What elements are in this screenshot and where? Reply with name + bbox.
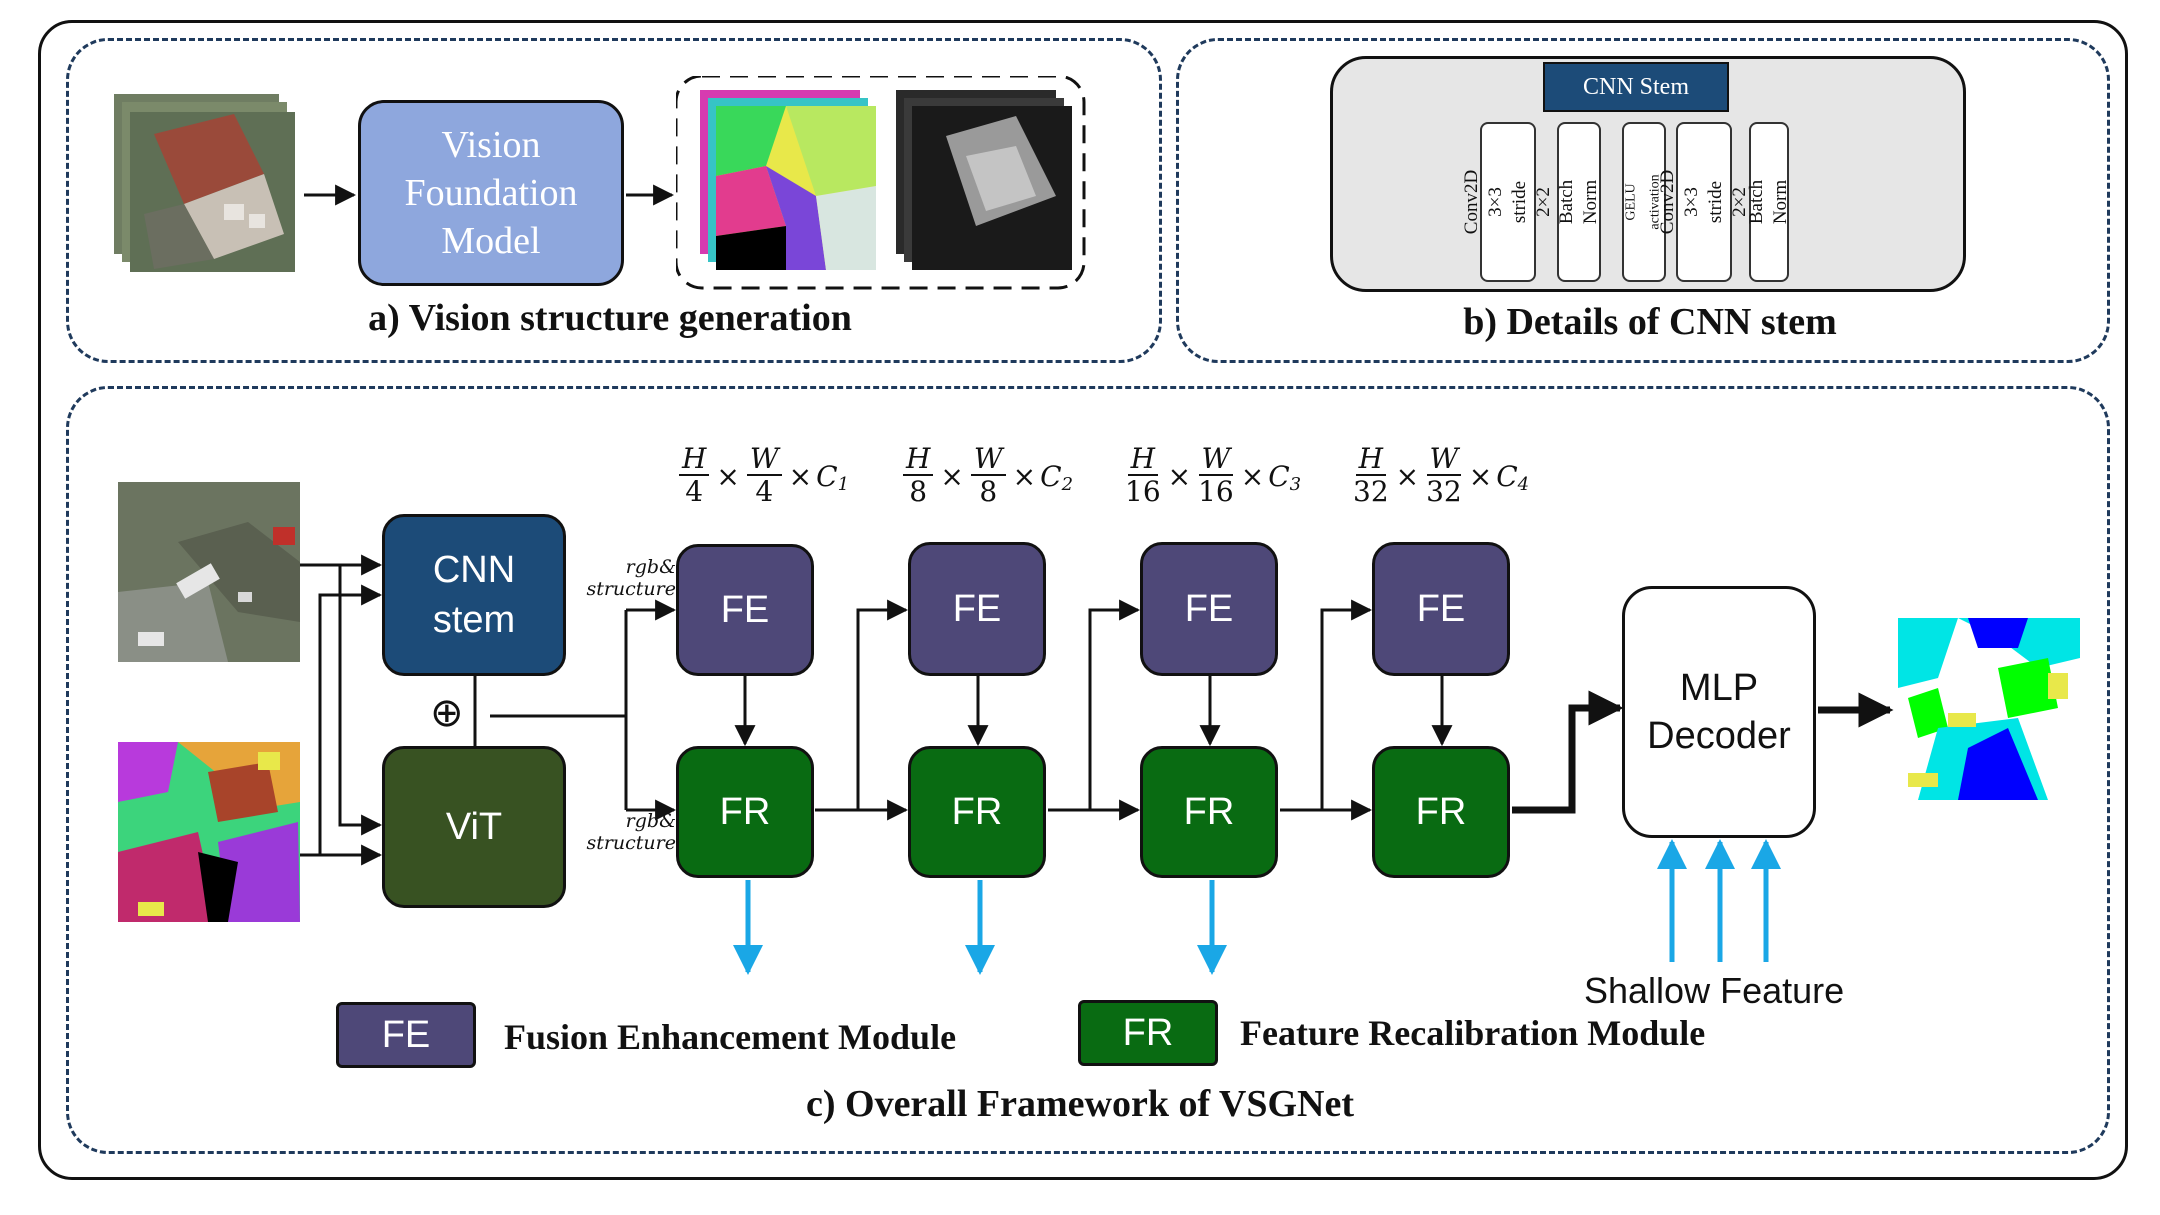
fe-block-1: FE bbox=[676, 544, 814, 676]
fe-block-4: FE bbox=[1372, 542, 1510, 676]
shallow-feature-label: Shallow Feature bbox=[1584, 970, 1845, 1011]
rgb-input-image bbox=[118, 482, 300, 662]
mlp-decoder-block: MLP Decoder bbox=[1622, 586, 1816, 838]
panel-b bbox=[1176, 38, 2110, 363]
panel-c bbox=[66, 386, 2110, 1154]
fr-block-4: FR bbox=[1372, 746, 1510, 878]
segmentation-output-stack bbox=[676, 76, 1086, 290]
cnn-stem-block: CNN stem bbox=[382, 514, 566, 676]
stem-layer-bn2: Batch Norm bbox=[1746, 122, 1791, 282]
segmentation-output-image bbox=[1898, 618, 2080, 800]
figure-frame bbox=[38, 20, 2128, 1180]
panel-a bbox=[66, 38, 1162, 363]
input-label-top: rgb& structure bbox=[586, 556, 676, 600]
aerial-image-stack bbox=[114, 94, 295, 272]
caption-c: c) Overall Framework of VSGNet bbox=[805, 1083, 1355, 1125]
fr-block-3: FR bbox=[1140, 746, 1278, 878]
caption-b: b) Details of CNN stem bbox=[1463, 301, 1837, 343]
caption-a: a) Vision structure generation bbox=[368, 297, 852, 339]
structure-input-image bbox=[118, 742, 300, 922]
stem-layer-gelu: GELU activation bbox=[1622, 122, 1666, 282]
legend-fe-text: Fusion Enhancement Module bbox=[504, 1017, 957, 1057]
legend-fe-key: FE bbox=[336, 1002, 476, 1068]
fusion-add-symbol: ⊕ bbox=[430, 690, 464, 736]
vision-foundation-model-block: Vision Foundation Model bbox=[358, 100, 624, 286]
input-label-bottom: rgb& structure bbox=[586, 810, 676, 854]
fe-block-3: FE bbox=[1140, 542, 1278, 676]
legend-fr-text: Feature Recalibration Module bbox=[1240, 1013, 1706, 1053]
stem-layer-bn1: Batch Norm bbox=[1556, 122, 1601, 282]
stem-layer-conv1: Conv2D 3×3 stride 2×2 bbox=[1461, 122, 1554, 282]
fr-block-1: FR bbox=[676, 746, 814, 878]
cnn-stem-detail-title: CNN Stem bbox=[1543, 62, 1729, 112]
fr-block-2: FR bbox=[908, 746, 1046, 878]
vit-block: ViT bbox=[382, 746, 566, 908]
fe-block-2: FE bbox=[908, 542, 1046, 676]
legend-fr-key: FR bbox=[1078, 1000, 1218, 1066]
stem-layer-conv2: Conv2D 3×3 stride 2×2 bbox=[1657, 122, 1750, 282]
